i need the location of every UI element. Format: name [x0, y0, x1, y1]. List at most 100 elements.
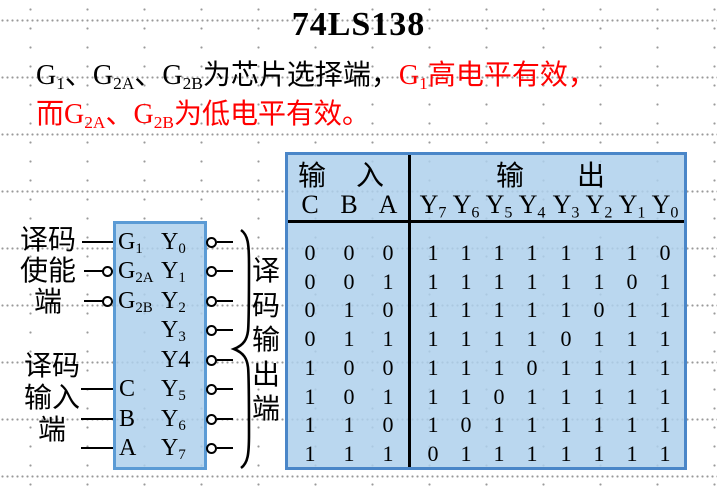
wire-y4 — [217, 359, 233, 361]
input-cell: 1 — [304, 412, 316, 438]
wire-y1 — [217, 270, 233, 272]
output-cell: 1 — [626, 354, 638, 380]
chip-pin-label-y7: Y7 — [161, 435, 186, 464]
col-header-a: A — [378, 190, 398, 219]
chip-pin-label-a: A — [119, 435, 137, 461]
input-cell: 0 — [382, 297, 394, 323]
input-cell: 0 — [382, 412, 394, 438]
output-cell: 1 — [526, 268, 538, 294]
inverter-bubble-icon — [102, 296, 113, 307]
output-cell: 1 — [560, 240, 572, 265]
inverter-bubble-icon — [102, 266, 113, 277]
input-cell: 0 — [382, 240, 394, 265]
description-line1-black: G1、G2A、G2B为芯片选择端， — [36, 60, 399, 93]
input-cell: 1 — [382, 268, 394, 294]
output-cell: 1 — [593, 440, 605, 466]
output-cell: 1 — [560, 412, 572, 438]
output-cell: 1 — [427, 268, 439, 294]
output-cell: 1 — [526, 240, 538, 265]
output-cell: 1 — [659, 383, 671, 409]
output-cell: 1 — [626, 440, 638, 466]
output-cell: 1 — [593, 354, 605, 380]
description-line-2: 而G2A、G2B为低电平有效。 — [36, 99, 370, 132]
chip-pin-label-y6: Y6 — [161, 406, 186, 435]
col-header-y5: Y5 — [485, 190, 513, 222]
input-cell: 1 — [382, 326, 394, 352]
chip-pin-label-y4: Y4 — [161, 347, 191, 373]
output-cell: 1 — [593, 240, 605, 265]
output-cell: 0 — [427, 440, 439, 466]
input-group-label: 译码 输入 端 — [23, 351, 80, 446]
inverter-bubble-icon — [206, 266, 217, 277]
wire-g1 — [82, 241, 113, 243]
output-cell: 1 — [493, 412, 505, 438]
output-cell: 0 — [493, 383, 505, 409]
output-cell: 1 — [560, 268, 572, 294]
col-header-b: B — [340, 190, 358, 219]
input-cell: 1 — [343, 297, 355, 323]
input-cell: 0 — [343, 268, 355, 294]
output-group-label: 译 码 输 出 端 — [251, 256, 280, 426]
output-cell: 1 — [526, 412, 538, 438]
output-cell: 1 — [659, 412, 671, 438]
description: G1、G2A、G2B为芯片选择端，G1高电平有效， 而G2A、G2B为低电平有效… — [36, 56, 706, 134]
output-cell: 1 — [560, 383, 572, 409]
input-cell: 0 — [304, 240, 316, 265]
output-cell: 1 — [659, 268, 671, 294]
description-line1-red: G1高电平有效， — [398, 60, 596, 93]
col-header-y3: Y3 — [552, 190, 580, 222]
output-cell: 0 — [593, 297, 605, 323]
output-cell: 1 — [493, 440, 505, 466]
input-cell: 1 — [304, 440, 316, 466]
col-header-y6: Y6 — [452, 190, 480, 222]
col-header-y0: Y0 — [651, 190, 679, 222]
output-cell: 1 — [593, 412, 605, 438]
inverter-bubble-icon — [206, 443, 217, 454]
chip-pin-label-g2a: G2A — [118, 258, 154, 287]
output-cell: 1 — [493, 240, 505, 265]
output-cell: 0 — [460, 412, 472, 438]
input-cell: 1 — [304, 383, 316, 409]
chip-pin-label-g2b: G2B — [118, 288, 153, 317]
description-line-1: G1、G2A、G2B为芯片选择端，G1高电平有效， — [36, 56, 706, 95]
chip-pin-label-y1: Y1 — [161, 258, 186, 287]
output-cell: 1 — [493, 268, 505, 294]
output-brace-icon — [230, 228, 251, 470]
output-cell: 1 — [659, 440, 671, 466]
chip-pin-label-b: B — [119, 406, 136, 432]
output-cell: 1 — [659, 326, 671, 352]
output-cell: 1 — [560, 354, 572, 380]
output-cell: 1 — [460, 354, 472, 380]
output-cell: 1 — [460, 240, 472, 265]
col-header-y4: Y4 — [518, 190, 546, 222]
output-cell: 1 — [427, 297, 439, 323]
output-cell: 1 — [526, 297, 538, 323]
output-cell: 1 — [526, 440, 538, 466]
input-cell: 1 — [343, 412, 355, 438]
wire-a — [81, 447, 113, 449]
output-cell: 1 — [427, 383, 439, 409]
output-cell: 1 — [427, 354, 439, 380]
output-cell: 0 — [526, 354, 538, 380]
output-cell: 1 — [493, 354, 505, 380]
output-cell: 1 — [659, 354, 671, 380]
input-cell: 0 — [343, 383, 355, 409]
output-cell: 1 — [526, 383, 538, 409]
input-cell: 0 — [304, 326, 316, 352]
output-cell: 1 — [427, 240, 439, 265]
output-cell: 1 — [593, 326, 605, 352]
output-cell: 1 — [626, 326, 638, 352]
wire-y0 — [217, 241, 233, 243]
col-header-y1: Y1 — [618, 190, 646, 222]
output-cell: 1 — [626, 297, 638, 323]
input-cell: 1 — [382, 383, 394, 409]
wire-y3 — [217, 329, 233, 331]
col-header-y7: Y7 — [419, 190, 447, 222]
wire-b — [81, 418, 113, 420]
wire-y2 — [217, 300, 233, 302]
